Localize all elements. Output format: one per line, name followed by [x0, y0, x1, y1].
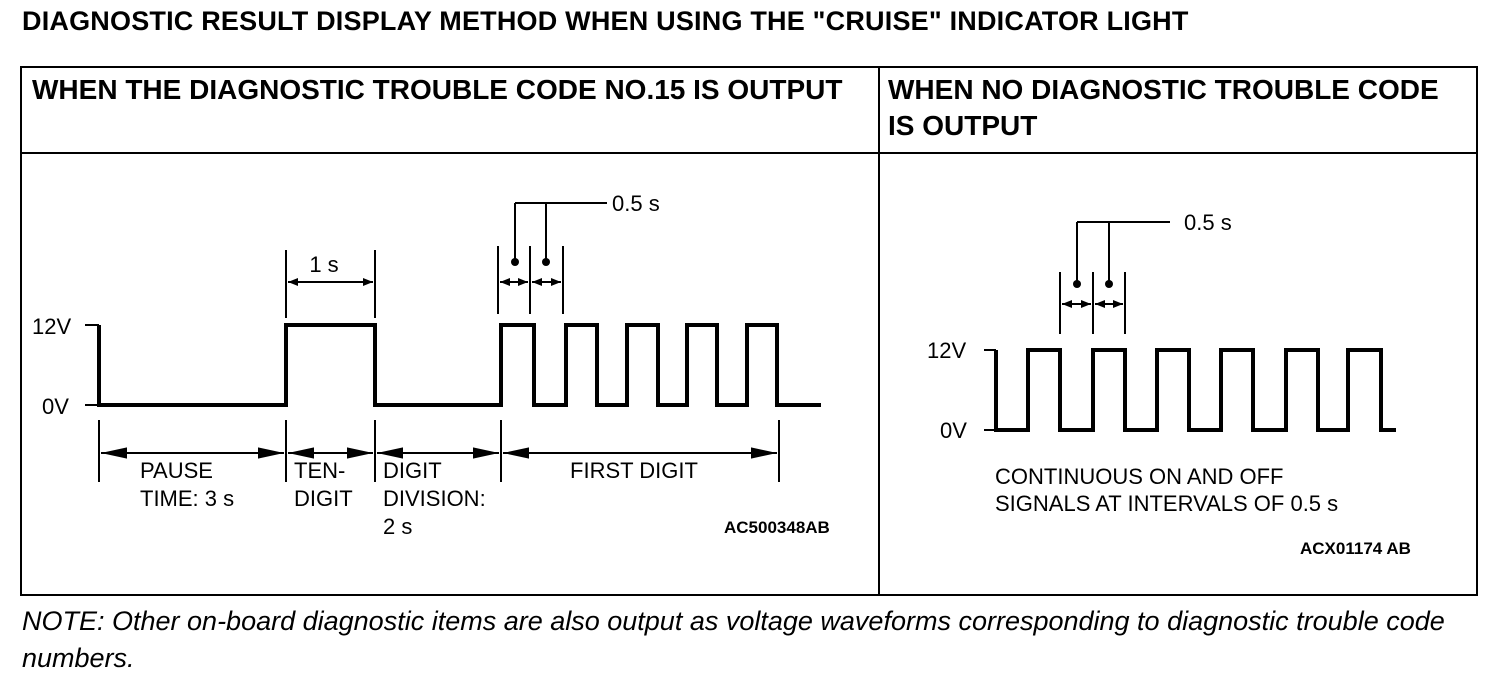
- pulse-width-label: 0.5 s: [612, 191, 660, 216]
- diagram-table: WHEN THE DIAGNOSTIC TROUBLE CODE NO.15 I…: [20, 66, 1478, 596]
- first-digit-label: FIRST DIGIT: [570, 458, 698, 483]
- right-caption-line2: SIGNALS AT INTERVALS OF 0.5 s: [995, 491, 1338, 516]
- 0v-label: 0V: [42, 394, 69, 419]
- pulse-leader-dot-2: [542, 258, 550, 266]
- right-column-header: WHEN NO DIAGNOSTIC TROUBLE CODE IS OUTPU…: [888, 74, 1439, 141]
- digit-division-label-line1: DIGIT: [383, 458, 442, 483]
- dtc15-diagram: 12V 0V 1 s 0.5 s PAUSE TIME:: [32, 191, 830, 539]
- right-pulse-leader-dot-2: [1105, 280, 1113, 288]
- right-pulse-leader-dot-1: [1073, 280, 1081, 288]
- digit-division-label-line3: 2 s: [383, 514, 412, 539]
- no-dtc-waveform: [994, 348, 1396, 432]
- ten-digit-label-line1: TEN-: [294, 458, 345, 483]
- left-figure-code: AC500348AB: [724, 518, 830, 537]
- footnote: NOTE: Other on-board diagnostic items ar…: [22, 606, 1445, 673]
- column-divider: [878, 68, 880, 594]
- 12v-label: 12V: [32, 314, 71, 339]
- right-figure-code: ACX01174 AB: [1300, 539, 1411, 558]
- pause-label-line2: TIME: 3 s: [140, 486, 234, 511]
- right-pulse-width-label: 0.5 s: [1184, 210, 1232, 235]
- page-title: DIAGNOSTIC RESULT DISPLAY METHOD WHEN US…: [22, 6, 1189, 36]
- pause-label-line1: PAUSE: [140, 458, 213, 483]
- dtc15-waveform: [97, 323, 821, 407]
- right-12v-label: 12V: [927, 338, 966, 363]
- pulse-leader-dot-1: [511, 258, 519, 266]
- digit-division-label-line2: DIVISION:: [383, 486, 486, 511]
- right-caption-line1: CONTINUOUS ON AND OFF: [995, 464, 1283, 489]
- left-column-header: WHEN THE DIAGNOSTIC TROUBLE CODE NO.15 I…: [32, 74, 843, 105]
- right-0v-label: 0V: [940, 418, 967, 443]
- no-dtc-diagram: 12V 0V 0.5 s CONTINUOUS ON AND OFF SIGNA…: [927, 210, 1411, 558]
- ten-digit-label-line2: DIGIT: [294, 486, 353, 511]
- header-divider: [22, 152, 1476, 154]
- one-second-label: 1 s: [309, 252, 338, 277]
